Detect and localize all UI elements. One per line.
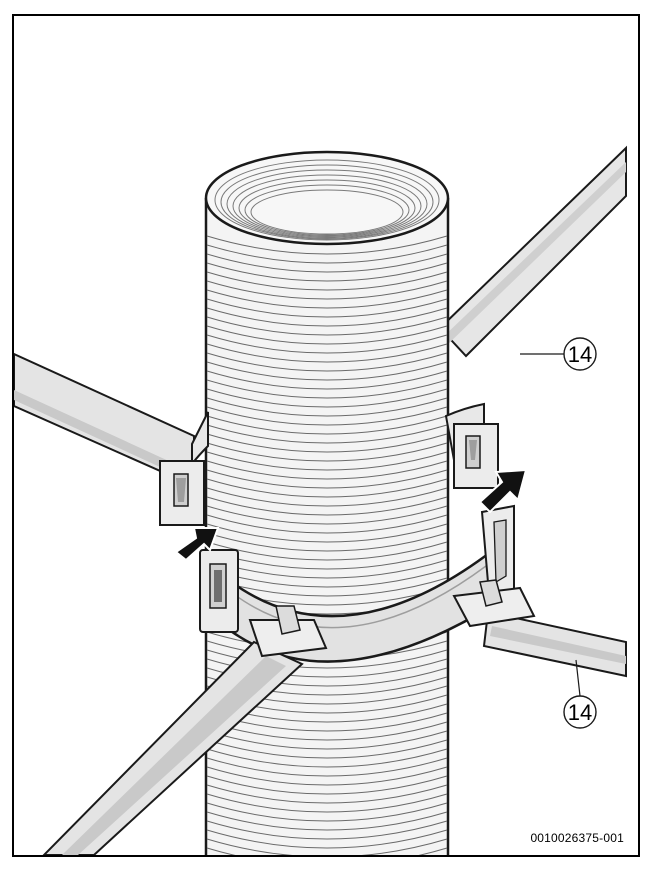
hose-rib-line [206, 793, 448, 813]
hose-rib-line [206, 478, 448, 498]
hose-inner-ring [226, 169, 428, 239]
hose-rib-line [206, 235, 448, 255]
hose-rib-line [206, 307, 448, 327]
hose-rib-line [206, 505, 448, 525]
hose-rib-line [206, 838, 448, 855]
hose-rib-line [206, 352, 448, 372]
hose-inner-ring [232, 174, 422, 238]
hose-rib-line [206, 244, 448, 264]
hose-inner-ring [220, 164, 434, 240]
hose-rib-line [206, 388, 448, 408]
hose-rib-line [206, 829, 448, 849]
installation-figure: 14 14 [14, 145, 627, 855]
hose-rib-line [206, 370, 448, 390]
hose-inner-ring [250, 189, 404, 235]
hose-rib-line [206, 523, 448, 543]
hose-rib-line [206, 496, 448, 516]
hose-rib-line [206, 298, 448, 318]
hose-rib-line [206, 289, 448, 309]
hose-rib-line [206, 442, 448, 462]
hose-rib-line [206, 343, 448, 363]
hose-rib-line [206, 262, 448, 282]
strap-lower-right [452, 579, 627, 678]
hose-rib-line [206, 748, 448, 768]
clamp-latch-right [453, 423, 499, 489]
hose-rib-line [206, 433, 448, 453]
hose-rib-line [206, 514, 448, 534]
hose-rib-line [206, 424, 448, 444]
hose-rib-line [206, 406, 448, 426]
hose-rib-line [206, 469, 448, 489]
figure-frame: 14 14 0010026375-001 [12, 14, 640, 857]
hose-rib-line [206, 451, 448, 471]
hose-rib-line [206, 487, 448, 507]
hose-rib-line [206, 757, 448, 777]
figure-id: 0010026375-001 [530, 831, 624, 845]
hose-rib-line [206, 460, 448, 480]
corrugated-hose [204, 150, 450, 855]
hose-inner-ring [244, 184, 410, 236]
hose-rib-line [206, 811, 448, 831]
hose-rib-line [206, 730, 448, 750]
hose-rib-line [206, 379, 448, 399]
back-strap-upper-right [438, 145, 627, 358]
hose-rib-line [206, 334, 448, 354]
hose-rib-line [206, 532, 448, 552]
hose-rib-line [206, 802, 448, 822]
clamp-latch-left [159, 460, 205, 526]
hose-rib-line [206, 271, 448, 291]
hose-rib-line [206, 721, 448, 741]
hose-rib-line [206, 397, 448, 417]
hose-inner-rings [214, 159, 440, 241]
hose-inner-ring [238, 179, 416, 237]
hose-rib-line [206, 325, 448, 345]
hose-rib-line [206, 415, 448, 435]
callout-lower: 14 [563, 659, 597, 729]
hose-rib-line [206, 784, 448, 804]
strap-lower-left [42, 605, 328, 855]
hose-rib-line [206, 253, 448, 273]
callout-lower-label: 14 [568, 700, 592, 725]
arrow-right-icon [478, 468, 528, 514]
hose-rib-line [206, 820, 448, 840]
callout-upper: 14 [520, 337, 597, 371]
hose-rib-line [206, 775, 448, 795]
callout-upper-label: 14 [568, 342, 592, 367]
hose-rib-line [206, 766, 448, 786]
hose-rib-line [206, 316, 448, 336]
arrow-left-icon [174, 527, 220, 562]
hose-rib-line [206, 361, 448, 381]
hose-inner-ring [214, 159, 440, 241]
hose-rib-line [206, 739, 448, 759]
hose-rib-line [206, 280, 448, 300]
